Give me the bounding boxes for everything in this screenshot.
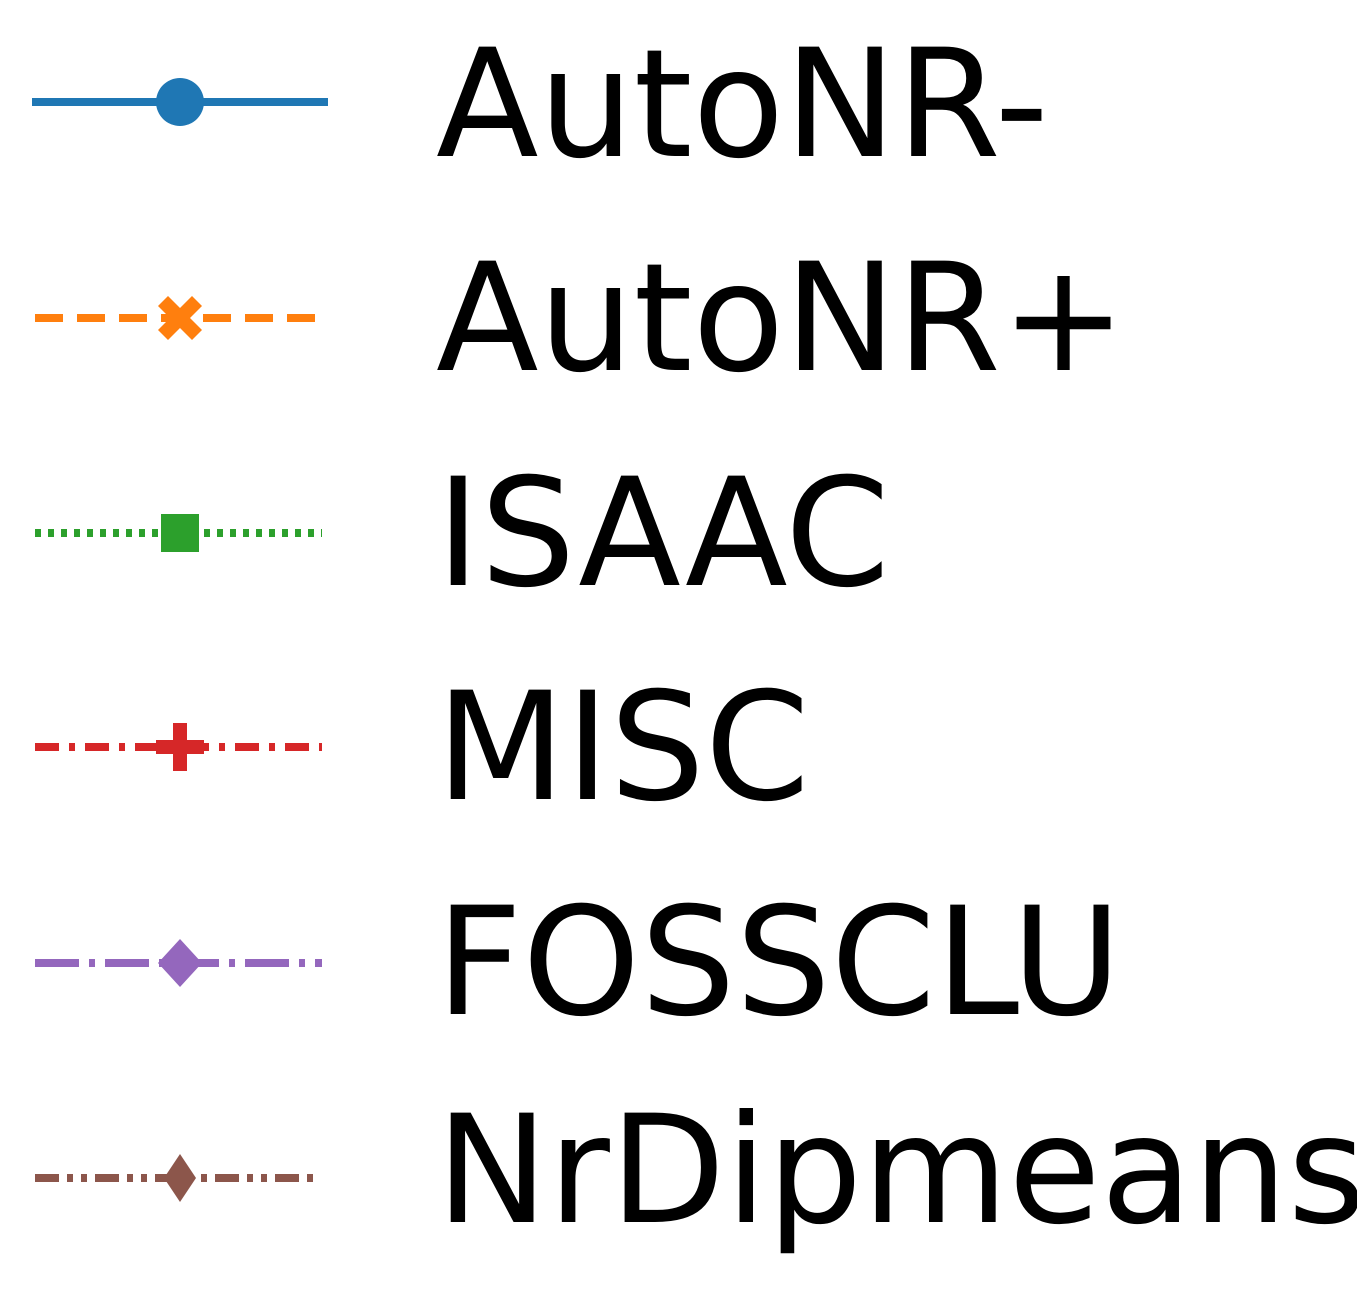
legend-marker-shape-3 — [161, 514, 199, 552]
legend-marker-autonr-plus — [158, 296, 202, 340]
legend-label-autonr-minus: AutoNR- — [436, 18, 1049, 192]
legend-marker-shape-4 — [156, 723, 204, 771]
legend-marker-shape-1 — [156, 78, 204, 126]
legend-marker-shape-2 — [158, 296, 202, 340]
legend-entry-nrdipmeans: NrDipmeans — [35, 1084, 1357, 1258]
legend-marker-isaac — [161, 514, 199, 552]
legend-label-autonr-plus: AutoNR+ — [436, 232, 1126, 406]
legend-marker-nrdipmeans — [164, 1154, 196, 1202]
legend-label-misc: MISC — [436, 661, 810, 835]
legend-marker-fossclu — [158, 939, 202, 987]
legend-label-nrdipmeans: NrDipmeans — [436, 1084, 1357, 1258]
legend-entry-isaac: ISAAC — [35, 447, 890, 621]
legend-entry-autonr-minus: AutoNR- — [32, 18, 1049, 192]
legend-entry-autonr-plus: AutoNR+ — [35, 232, 1126, 406]
legend-entry-misc: MISC — [35, 661, 810, 835]
legend-label-fossclu: FOSSCLU — [436, 876, 1121, 1050]
legend-marker-autonr-minus — [156, 78, 204, 126]
legend-marker-shape-5 — [158, 939, 202, 987]
legend-label-isaac: ISAAC — [436, 447, 890, 621]
legend-entry-fossclu: FOSSCLU — [35, 876, 1121, 1050]
legend-marker-shape-6 — [164, 1154, 196, 1202]
legend-marker-misc — [156, 723, 204, 771]
